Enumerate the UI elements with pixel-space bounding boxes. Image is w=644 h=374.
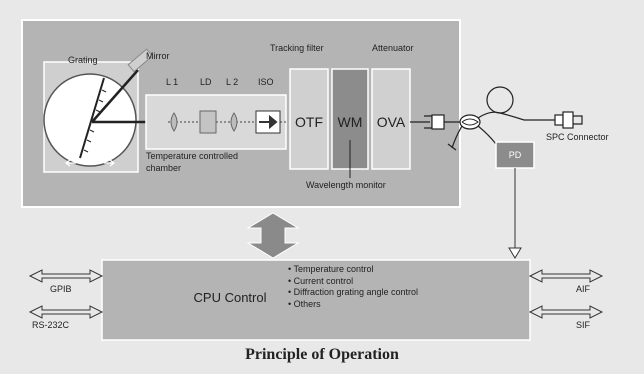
cpu-function-list: • Temperature control • Current control … (288, 264, 418, 310)
ova-text: OVA (376, 114, 406, 130)
beam-to-mirror (91, 69, 139, 123)
sif-label: SIF (576, 320, 591, 330)
diagram-title: Principle of Operation (245, 346, 399, 363)
rs232c-label: RS-232C (32, 320, 70, 330)
attenuator-label: Attenuator (372, 43, 414, 53)
otf-box (289, 68, 329, 170)
wavelength-monitor-label: Wavelength monitor (306, 180, 386, 190)
grating-label: Grating (68, 55, 98, 65)
bidirectional-arrow (246, 212, 300, 259)
cpu-function-item: • Others (288, 298, 321, 309)
tracking-filter-label: Tracking filter (270, 43, 324, 53)
cpu-control-box (101, 259, 531, 341)
mirror (127, 48, 154, 73)
lens-l1 (170, 112, 178, 132)
aif-label: AIF (576, 284, 591, 294)
fiber-coupler (459, 114, 481, 130)
spc-connector-label: SPC Connector (546, 132, 609, 142)
gpib-arrow (28, 269, 104, 283)
aif-arrow (528, 269, 604, 283)
lens-l2 (230, 112, 238, 132)
otf-text: OTF (295, 114, 323, 130)
rotation-arrow-left (48, 114, 53, 136)
cpu-function-item: • Current control (288, 275, 354, 286)
temperature-chamber-label-line2: chamber (146, 163, 182, 173)
cpu-function-item: • Diffraction grating angle control (288, 287, 419, 297)
gpib-label: GPIB (50, 284, 72, 294)
cpu-control-label: CPU Control (193, 290, 267, 305)
ova-box (371, 68, 411, 170)
ld-label: LD (200, 77, 212, 87)
mirror-label: Mirror (146, 51, 170, 61)
sif-arrow (528, 305, 604, 319)
spc-connector-plug (554, 111, 583, 129)
fiber-loop (486, 86, 514, 114)
l2-label: L 2 (226, 77, 239, 87)
wm-text: WM (337, 114, 363, 130)
pd-text: PD (508, 150, 522, 160)
temperature-chamber-label-line1: Temperature controlled (146, 151, 239, 161)
cpu-function-item: • Temperature control (288, 264, 374, 274)
rotation-arrow-right (127, 114, 132, 136)
l1-label: L 1 (166, 77, 179, 87)
laser-diode (199, 110, 217, 134)
rs232c-arrow (28, 305, 104, 319)
iso-label: ISO (258, 77, 274, 87)
pd-box (495, 141, 535, 169)
